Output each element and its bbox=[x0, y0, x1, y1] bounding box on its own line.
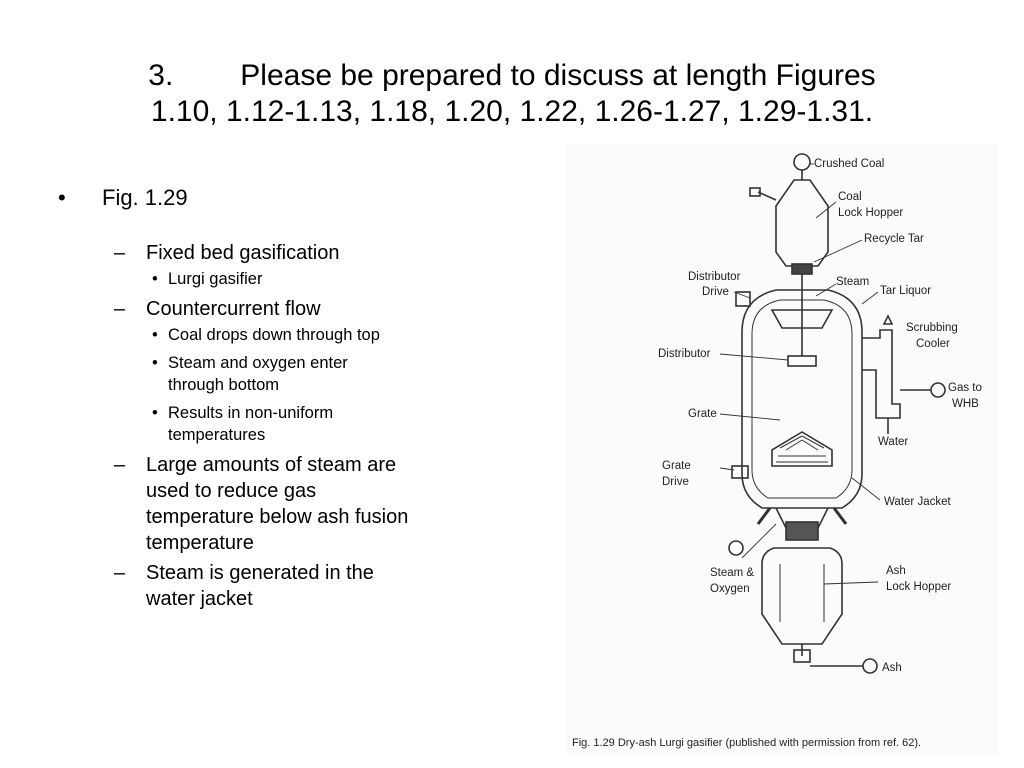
bullet-coal-drops: Coal drops down through top bbox=[58, 324, 498, 346]
bullet-lurgi: Lurgi gasifier bbox=[58, 268, 498, 290]
figure-background bbox=[566, 144, 998, 756]
bullet-countercurrent: Countercurrent flow bbox=[58, 296, 498, 322]
label-coal-lock-hopper: Lock Hopper bbox=[838, 207, 903, 219]
label-crushed-coal: Crushed Coal bbox=[814, 158, 884, 170]
bullet-steam-generated-line1: Steam is generated in the bbox=[146, 562, 374, 584]
bullet-steam-oxygen-line2: through bottom bbox=[168, 376, 279, 394]
label-steam: Steam bbox=[836, 276, 869, 288]
label-cooler: Cooler bbox=[916, 338, 950, 350]
water-jacket-inner bbox=[751, 299, 853, 499]
bullet-nonuniform-line2: temperatures bbox=[168, 426, 266, 444]
bullet-steam-oxygen-line1: Steam and oxygen enter bbox=[168, 354, 348, 372]
gasifier-figure: Crushed Coal Coal Lock Hopper Recycle Ta… bbox=[566, 144, 998, 756]
label-steam-and: Steam & bbox=[710, 567, 754, 579]
label-scrubbing: Scrubbing bbox=[906, 322, 958, 334]
bullet-large-amounts-line1: Large amounts of steam are bbox=[146, 454, 397, 476]
gasifier-shell bbox=[741, 289, 863, 509]
label-ash-out: Ash bbox=[882, 662, 902, 674]
bullet-nonuniform-line1: Results in non-uniform bbox=[168, 404, 334, 422]
bullet-large-amounts-line3: temperature below ash fusion bbox=[146, 506, 409, 528]
bullet-fig-label: Fig. 1.29 bbox=[58, 184, 498, 212]
bullet-steam-generated-line2: water jacket bbox=[146, 588, 253, 610]
label-recycle-tar: Recycle Tar bbox=[864, 233, 924, 245]
label-distributor-2: Distributor bbox=[658, 348, 711, 360]
bullet-steam-oxygen: Steam and oxygen enter through bottom bbox=[58, 352, 498, 396]
distributor-shape bbox=[770, 309, 834, 329]
label-coal: Coal bbox=[838, 191, 862, 203]
label-grate-drive: Drive bbox=[662, 476, 689, 488]
steam-oxygen-inlet-icon bbox=[728, 540, 744, 556]
coal-lock-hopper-shape bbox=[775, 179, 829, 267]
grate-cone bbox=[771, 431, 833, 467]
distributor-drive-box bbox=[735, 291, 751, 307]
label-ash: Ash bbox=[886, 565, 906, 577]
label-whb: WHB bbox=[952, 398, 979, 410]
tar-liquor-arrow bbox=[882, 314, 894, 325]
label-grate-2: Grate bbox=[662, 460, 691, 472]
bullet-large-amounts-line4: temperature bbox=[146, 532, 254, 554]
bullet-fixed-bed: Fixed bed gasification bbox=[58, 240, 498, 266]
gasifier-diagram: Crushed Coal Coal Lock Hopper Recycle Ta… bbox=[566, 144, 998, 756]
figure-caption: Fig. 1.29 Dry-ash Lurgi gasifier (publis… bbox=[572, 737, 921, 749]
bullet-large-amounts: Large amounts of steam are used to reduc… bbox=[58, 452, 498, 556]
slide-title: 3. Please be prepared to discuss at lengt… bbox=[40, 58, 984, 130]
label-oxygen: Oxygen bbox=[710, 583, 750, 595]
bullet-steam-generated: Steam is generated in the water jacket bbox=[58, 560, 498, 612]
ash-lock-hopper-shape bbox=[761, 547, 843, 645]
leader-lines bbox=[719, 163, 881, 585]
hopper-side-valve bbox=[749, 187, 761, 197]
title-line-2: 1.10, 1.12-1.13, 1.18, 1.20, 1.22, 1.26-… bbox=[150, 95, 874, 128]
label-distributor-1: Distributor bbox=[688, 271, 741, 283]
label-water: Water bbox=[878, 436, 908, 448]
ash-outlet-valve bbox=[793, 649, 811, 663]
title-line-1: 3. Please be prepared to discuss at lengt… bbox=[40, 58, 984, 94]
bullet-nonuniform: Results in non-uniform temperatures bbox=[58, 402, 498, 446]
scrubbing-cooler-shape bbox=[862, 329, 901, 419]
ash-valve bbox=[785, 521, 819, 541]
title-number: 3. bbox=[148, 59, 174, 92]
bullet-large-amounts-line2: used to reduce gas bbox=[146, 480, 317, 502]
label-ash-lock-hopper: Lock Hopper bbox=[886, 581, 951, 593]
label-tar-liquor: Tar Liquor bbox=[880, 285, 931, 297]
hopper-valve bbox=[791, 263, 813, 275]
label-water-jacket: Water Jacket bbox=[884, 496, 951, 508]
title-text-1: Please be prepared to discuss at length … bbox=[240, 59, 876, 92]
gasifier-drawing bbox=[719, 153, 946, 674]
label-grate: Grate bbox=[688, 408, 717, 420]
label-distributor-drive: Drive bbox=[702, 286, 729, 298]
label-gas-to: Gas to bbox=[948, 382, 982, 394]
bullet-list: Fig. 1.29 Fixed bed gasification Lurgi g… bbox=[58, 184, 498, 612]
grate-drive-box bbox=[731, 465, 749, 479]
